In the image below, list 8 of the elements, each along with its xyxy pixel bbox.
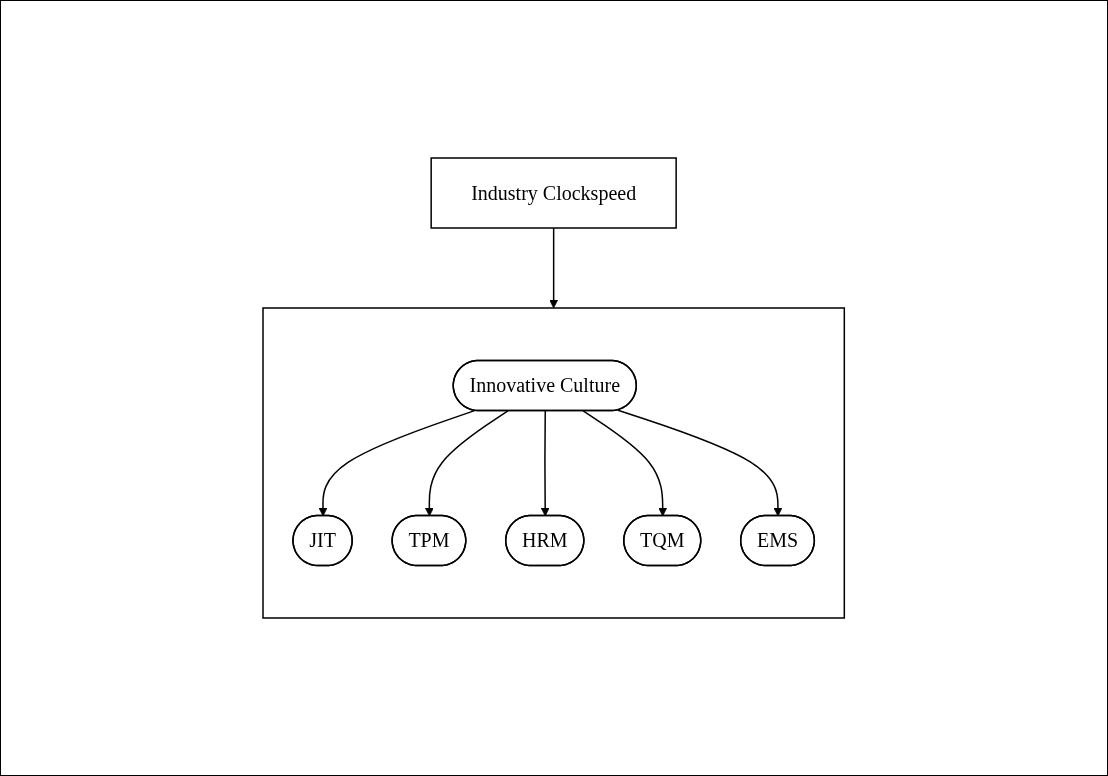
arrow (582, 410, 668, 517)
cluster (262, 307, 846, 619)
arrow (425, 410, 509, 517)
arrow (549, 227, 559, 309)
arrow (318, 409, 476, 517)
node-box: Industry Clockspeed (430, 157, 678, 229)
arrow (541, 410, 550, 517)
arrow (617, 409, 783, 517)
